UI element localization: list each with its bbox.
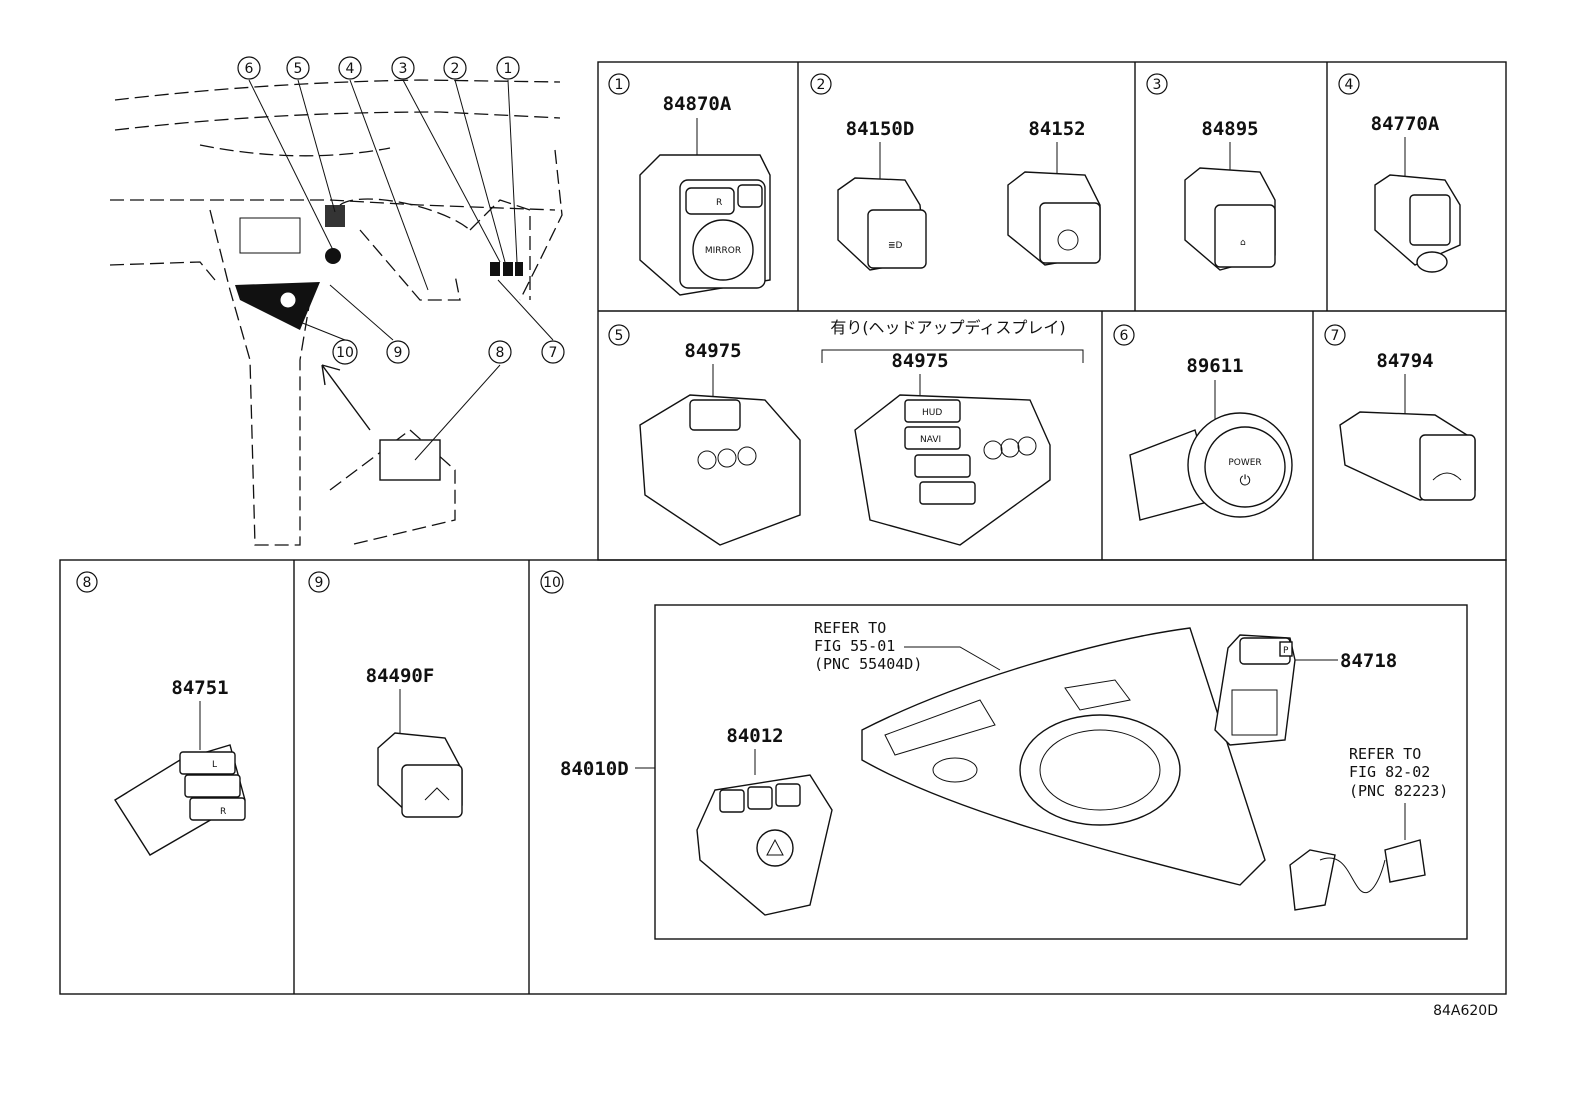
callout-label: 10 [336, 345, 354, 361]
cell-8: 8 84751 L R [76, 571, 246, 856]
stability-switch-icon[interactable] [1007, 171, 1101, 266]
callout-label: 2 [451, 61, 460, 77]
beam-symbol: ≣D [888, 241, 903, 251]
seat-l-label: L [212, 760, 217, 770]
callout-label: 7 [549, 345, 558, 361]
callout-label: 9 [394, 345, 403, 361]
part-number-84895: 84895 [1201, 118, 1258, 140]
callout-label: 5 [294, 61, 303, 77]
cell-10: 10 84010D REFER TO FIG 55-01 (PNC 55404D… [540, 570, 1468, 940]
connector-harness-icon[interactable] [1289, 839, 1426, 911]
overview-callout-4[interactable]: 4 [338, 56, 362, 80]
car-symbol: ⌂ [1240, 238, 1246, 248]
power-label: POWER [1228, 458, 1261, 468]
console-panel-icon[interactable] [861, 627, 1266, 886]
part-number-84012: 84012 [726, 725, 783, 747]
part-number-84490F: 84490F [366, 665, 435, 687]
cell-4: 4 84770A [1338, 73, 1461, 273]
ref1-line-2: FIG 55-01 [814, 637, 895, 655]
cell-9: 9 84490F [308, 571, 463, 818]
navi-label: NAVI [920, 435, 941, 445]
part-number-84794: 84794 [1376, 350, 1433, 372]
overview-callout-6[interactable]: 6 [237, 56, 261, 80]
cell-callout-7: 7 [1331, 328, 1340, 344]
leader-lines [248, 79, 554, 461]
cell-callout-10: 10 [543, 575, 561, 591]
cell-2: 2 84150D ≣D 84152 [810, 73, 1101, 271]
dashboard-overview [109, 79, 563, 546]
part-number-84010D: 84010D [560, 758, 629, 780]
callout-label: 4 [346, 61, 355, 77]
ref2-line-1: REFER TO [1349, 745, 1421, 763]
cell-callout-1: 1 [615, 77, 624, 93]
seat-heater-switch-icon[interactable]: L R [114, 744, 246, 856]
mirror-r-label: R [716, 198, 722, 208]
part-number-84770A: 84770A [1371, 113, 1440, 135]
hud-note: 有り(ヘッドアップディスプレイ) [830, 318, 1065, 337]
cell-callout-8: 8 [83, 575, 92, 591]
headlight-leveling-switch-icon[interactable]: ≣D [837, 177, 927, 271]
callout-label: 1 [504, 61, 513, 77]
cell-callout-6: 6 [1120, 328, 1129, 344]
callout-label: 8 [496, 345, 505, 361]
ref1-line-1: REFER TO [814, 619, 886, 637]
ref1-line-3: (PNC 55404D) [814, 655, 922, 673]
overview-callout-2[interactable]: 2 [443, 56, 467, 80]
overview-callout-7[interactable]: 7 [541, 340, 565, 364]
parking-brake-switch-icon[interactable]: P [1214, 634, 1296, 746]
part-number-84751: 84751 [171, 677, 228, 699]
cell-callout-2: 2 [817, 77, 826, 93]
cell-callout-4: 4 [1345, 77, 1354, 93]
cell-3: 3 84895 ⌂ [1146, 73, 1276, 271]
overview-callout-3[interactable]: 3 [391, 56, 415, 80]
cell-callout-9: 9 [315, 575, 324, 591]
cell-callout-3: 3 [1153, 77, 1162, 93]
power-button-icon[interactable]: POWER ⏻ [1129, 412, 1293, 521]
part-number-84150D: 84150D [846, 118, 915, 140]
trunk-opener-switch-icon[interactable] [377, 732, 463, 818]
rear-defogger-switch-icon[interactable] [1339, 411, 1476, 501]
cell-1: 1 84870A MIRROR R [608, 73, 771, 296]
figure-id: 84A620D [1433, 1003, 1498, 1019]
cell-callout-5: 5 [615, 328, 624, 344]
cell-5: 5 84975 有り(ヘッドアップディスプレイ) 84975 HUD NAVI [608, 318, 1084, 546]
ref2-line-2: FIG 82-02 [1349, 763, 1430, 781]
cell-7: 7 84794 [1324, 324, 1476, 501]
cell-6: 6 89611 POWER ⏻ [1113, 324, 1293, 521]
drive-mode-switch-icon[interactable] [696, 774, 833, 916]
seat-r-label: R [220, 807, 226, 817]
ref2-line-3: (PNC 82223) [1349, 782, 1448, 800]
overview-callout-10[interactable]: 10 [332, 339, 358, 365]
part-number-84975-b: 84975 [891, 350, 948, 372]
overview-callout-5[interactable]: 5 [286, 56, 310, 80]
hud-label: HUD [922, 408, 942, 418]
callout-label: 3 [399, 61, 408, 77]
part-number-84152: 84152 [1028, 118, 1085, 140]
steering-pad-switch-icon[interactable] [639, 394, 801, 546]
mirror-label: MIRROR [705, 246, 741, 256]
hud-steering-switch-icon[interactable]: HUD NAVI [854, 394, 1051, 546]
part-number-84975-a: 84975 [684, 340, 741, 362]
power-symbol: ⏻ [1239, 473, 1250, 489]
parts-grid-bottom [59, 559, 1507, 995]
console-assembly-frame [654, 604, 1468, 940]
mirror-switch-icon[interactable]: MIRROR R [639, 154, 771, 296]
overview-callout-8[interactable]: 8 [488, 340, 512, 364]
eco-mode-switch-icon[interactable]: ⌂ [1184, 167, 1276, 271]
overview-callout-1[interactable]: 1 [496, 56, 520, 80]
part-number-84718: 84718 [1340, 650, 1397, 672]
overview-callout-9[interactable]: 9 [386, 340, 410, 364]
part-number-89611: 89611 [1186, 355, 1243, 377]
parking-p-label: P [1283, 646, 1289, 656]
tilt-steering-switch-icon[interactable] [1374, 174, 1461, 273]
callout-label: 6 [245, 61, 254, 77]
part-number-84870A: 84870A [663, 93, 732, 115]
